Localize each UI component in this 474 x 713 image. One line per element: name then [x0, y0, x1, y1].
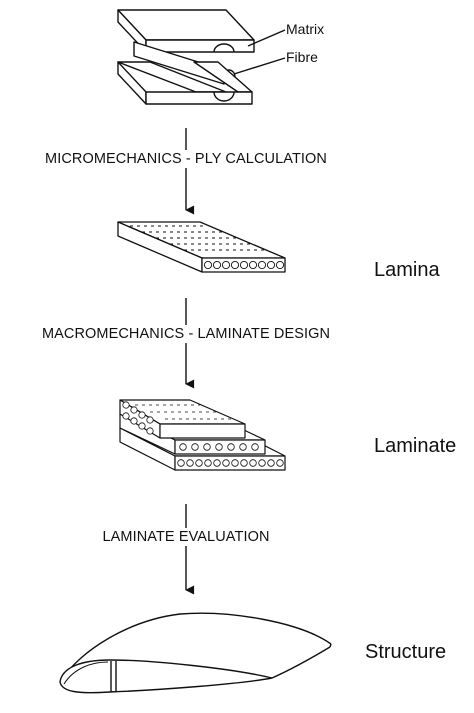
step-laminate-evaluation-label: LAMINATE EVALUATION: [0, 528, 372, 546]
lamina-ply-icon: [117, 221, 286, 273]
step-micromechanics-label: MICROMECHANICS - PLY CALCULATION: [0, 150, 372, 168]
step-macromechanics-label: MACROMECHANICS - LAMINATE DESIGN: [0, 325, 372, 343]
matrix-fibre-exploded-icon: [117, 9, 286, 105]
laminate-stack-icon: [119, 399, 286, 471]
matrix-label: Matrix: [286, 21, 324, 37]
fibre-label: Fibre: [286, 49, 318, 65]
stage-laminate-label: Laminate: [374, 435, 457, 457]
stage-structure-label: Structure: [365, 641, 447, 663]
airfoil-structure-icon: [59, 612, 332, 694]
stage-lamina-label: Lamina: [374, 259, 440, 281]
